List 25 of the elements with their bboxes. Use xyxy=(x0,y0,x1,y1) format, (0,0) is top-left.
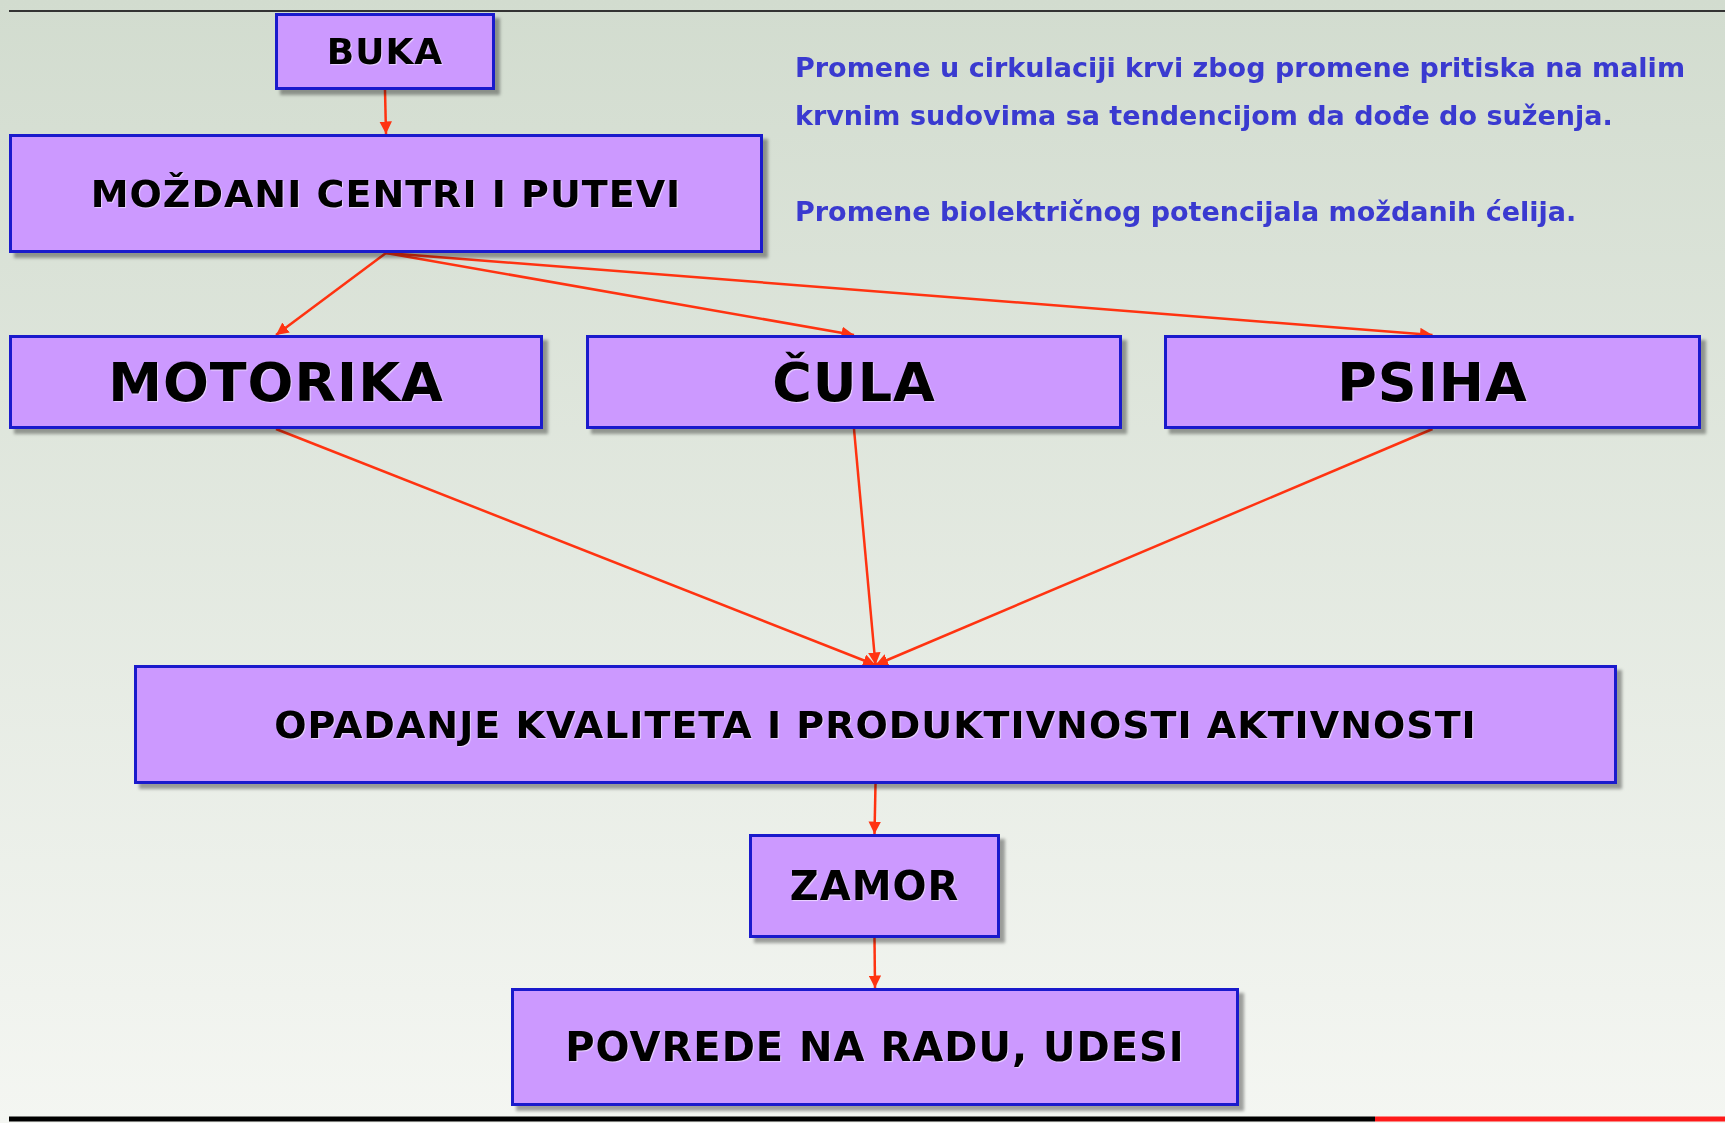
note-text: Promene u cirkulaciji krvi zbog promene pritiska na malim krvnim sudovima sa tendencijom da dođe do suženja. xyxy=(795,51,1686,133)
arrow xyxy=(875,427,1433,667)
process-box xyxy=(511,988,1239,1106)
box-label: ČULA xyxy=(772,350,936,414)
process-box xyxy=(9,134,763,253)
process-box xyxy=(1164,335,1701,429)
arrow xyxy=(379,89,392,135)
box-label: ZAMOR xyxy=(789,863,960,909)
arrow xyxy=(275,252,387,336)
box-label: POVREDE NA RADU, UDESI xyxy=(565,1024,1185,1070)
box-label: PSIHA xyxy=(1337,350,1528,414)
arrow xyxy=(868,783,881,835)
arrow xyxy=(275,427,876,667)
arrow xyxy=(868,938,882,988)
arrow xyxy=(852,428,881,666)
box-label: BUKA xyxy=(326,31,444,72)
process-box xyxy=(9,335,543,429)
box-label: OPADANJE KVALITETA I PRODUKTIVNOSTI AKTIVNOSTI xyxy=(274,702,1477,747)
process-box xyxy=(586,335,1122,429)
box-label: MOTORIKA xyxy=(108,350,444,414)
process-box xyxy=(275,13,495,90)
box-label: MOŽDANI CENTRI I PUTEVI xyxy=(90,171,682,216)
process-box xyxy=(749,834,1000,938)
note-text: Promene biolektričnog potencijala moždanih ćelija. xyxy=(795,195,1578,229)
process-box xyxy=(134,665,1617,784)
